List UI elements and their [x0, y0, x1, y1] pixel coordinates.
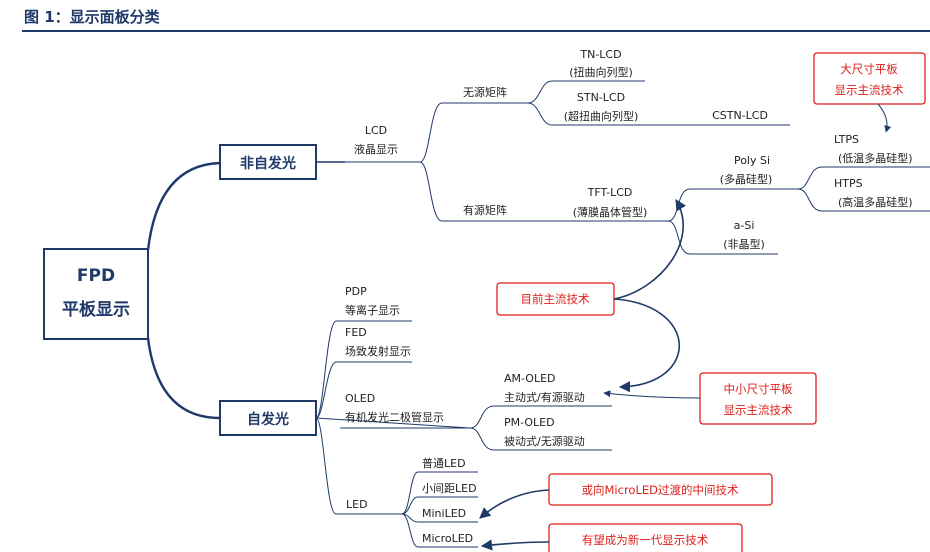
polysi-name: Poly Si	[734, 154, 770, 167]
stn-lcd-name: STN-LCD	[577, 91, 625, 104]
led-to-item-3-line	[401, 513, 478, 548]
pm-oled-sub: 被动式/无源驱动	[504, 434, 585, 448]
fed-name: FED	[345, 326, 367, 339]
led-to-item-0-line	[401, 471, 478, 515]
polysi-sub: (多晶硅型)	[720, 172, 773, 186]
callout-transition-text: 或向MicroLED过渡的中间技术	[582, 483, 739, 497]
root-to-emissive-line	[146, 337, 221, 420]
polysi-to-htps-line	[797, 188, 930, 212]
htps-name: HTPS	[834, 177, 863, 190]
oled-to-pm-line	[469, 427, 612, 451]
non-emissive-label: 非自发光	[240, 155, 296, 172]
callout-small-line2: 显示主流技术	[724, 403, 793, 417]
callout-next-box	[548, 523, 743, 552]
am-oled-sub: 主动式/有源驱动	[504, 390, 585, 404]
callout-large-line2: 显示主流技术	[835, 83, 904, 97]
mainstream-to-tft-arrow	[613, 199, 686, 300]
callout-large-box	[813, 52, 926, 105]
emissive-spine	[315, 320, 412, 419]
active-label: 有源矩阵	[463, 203, 507, 217]
root-node-box	[43, 248, 149, 340]
passive-label: 无源矩阵	[463, 85, 507, 99]
cstn-lcd-name: CSTN-LCD	[712, 109, 768, 122]
emissive-to-led-line	[315, 417, 402, 515]
callout-small-line1: 中小尺寸平板	[724, 382, 793, 396]
am-oled-name: AM-OLED	[504, 372, 556, 385]
fed-sub: 场致发射显示	[345, 344, 411, 358]
root-to-non-emissive-line	[146, 161, 221, 251]
lcd-name: LCD	[365, 124, 387, 137]
figure-title: 图 1：显示面板分类	[24, 8, 160, 26]
led-name: LED	[346, 498, 368, 511]
polysi-to-ltps-line	[797, 166, 930, 190]
tn-lcd-name: TN-LCD	[579, 48, 621, 61]
callout-next-text: 有望成为新一代显示技术	[582, 533, 709, 547]
pm-oled-name: PM-OLED	[504, 416, 555, 429]
lcd-sub: 液晶显示	[354, 142, 398, 156]
emissive-to-oled-line	[315, 417, 471, 429]
stn-lcd-sub: (超扭曲向列型)	[564, 109, 639, 123]
emissive-label: 自发光	[247, 411, 289, 428]
led-to-item-1-line	[401, 496, 478, 515]
mainstream-to-amoled-arrow	[613, 298, 681, 393]
callout-small-arrow	[603, 390, 701, 399]
tn-lcd-sub: (扭曲向列型)	[569, 65, 633, 79]
callout-next-arrow	[480, 539, 550, 551]
pdp-name: PDP	[345, 285, 367, 298]
callout-mainstream-text: 目前主流技术	[521, 292, 590, 306]
pdp-sub: 等离子显示	[345, 303, 400, 317]
led-item-0: 普通LED	[422, 456, 466, 470]
title-rule	[22, 30, 930, 32]
callout-transition-arrow	[479, 489, 550, 519]
oled-name: OLED	[345, 392, 375, 405]
oled-sub: 有机发光二极管显示	[345, 410, 444, 424]
led-item-1: 小间距LED	[422, 482, 477, 495]
led-item-2: MiniLED	[422, 507, 466, 520]
callout-transition-box	[548, 473, 773, 506]
callout-large-arrow	[877, 103, 892, 133]
tft-to-asi-line	[667, 220, 778, 255]
tft-lcd-sub: (薄膜晶体管型)	[573, 205, 648, 219]
led-to-item-2-line	[401, 513, 478, 523]
ltps-sub: (低温多晶硅型)	[838, 151, 913, 165]
oled-to-am-line	[469, 405, 612, 429]
htps-sub: (高温多晶硅型)	[838, 195, 913, 209]
passive-to-tn-line	[527, 80, 645, 104]
led-item-3: MicroLED	[422, 532, 473, 545]
emissive-to-fed-line	[315, 361, 412, 419]
lcd-to-passive-line	[419, 102, 528, 163]
passive-to-stn-line	[527, 102, 790, 126]
lcd-to-active-line	[419, 161, 548, 222]
ltps-name: LTPS	[834, 133, 859, 146]
root-label-2: 平板显示	[62, 299, 130, 320]
root-label-1: FPD	[77, 266, 115, 286]
callout-large-line1: 大尺寸平板	[840, 62, 898, 76]
asi-name: a-Si	[734, 219, 755, 232]
tft-lcd-name: TFT-LCD	[587, 186, 633, 199]
asi-sub: (非晶型)	[723, 237, 765, 251]
tft-to-polysi-line	[667, 188, 798, 222]
